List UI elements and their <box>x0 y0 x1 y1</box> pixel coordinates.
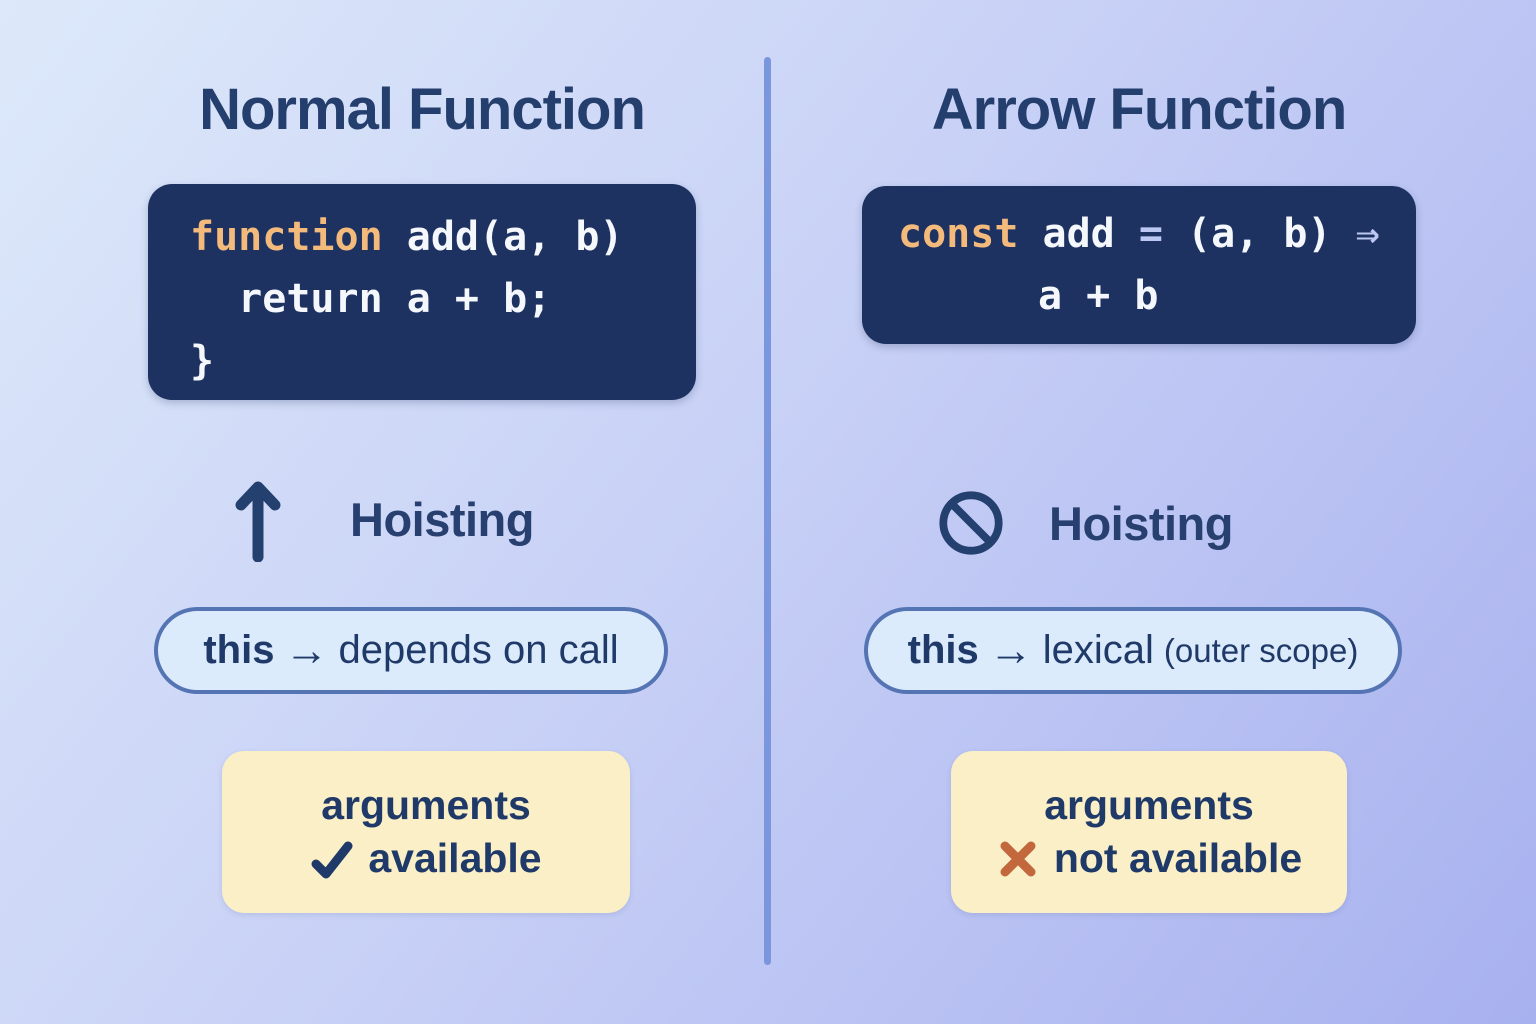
code-line: return a + b; <box>190 268 696 330</box>
right-this-pill: this → lexical (outer scope) <box>864 607 1402 694</box>
arrow-token-icon: ⇒ <box>1355 211 1380 257</box>
this-binding-description: depends on call <box>338 628 619 672</box>
code-equals: = <box>1138 211 1188 257</box>
code-line: } <box>190 330 696 392</box>
code-line: function add(a, b) <box>190 206 696 268</box>
code-line: a + b <box>898 265 1416 327</box>
arrow-up-icon <box>232 476 284 562</box>
right-arguments-note: arguments not available <box>951 751 1347 913</box>
arguments-label: arguments <box>1044 782 1254 828</box>
left-arguments-note: arguments available <box>222 751 630 913</box>
this-binding-description: lexical <box>1042 628 1154 672</box>
arrow-function-code-block: const add = (a, b) ⇒ a + b <box>862 186 1416 344</box>
no-entry-icon <box>937 489 1005 557</box>
right-column-title: Arrow Function <box>931 77 1348 142</box>
code-keyword: const <box>898 211 1019 257</box>
column-divider <box>764 57 771 965</box>
arguments-status-row: not available <box>996 835 1302 882</box>
arguments-label: arguments <box>321 782 531 828</box>
arguments-status-row: available <box>310 835 542 882</box>
normal-function-code-block: function add(a, b) return a + b; } <box>148 184 696 400</box>
right-hoisting-row: Hoisting <box>937 489 1233 557</box>
code-signature: add(a, b) <box>382 214 624 260</box>
right-arrow-icon: → <box>284 625 329 675</box>
right-arrow-icon: → <box>988 625 1033 675</box>
right-hoisting-label: Hoisting <box>1049 496 1233 550</box>
left-hoisting-row: Hoisting <box>232 476 534 562</box>
code-closing-brace: } <box>190 338 215 384</box>
left-this-pill: this → depends on call <box>154 607 668 694</box>
cross-icon <box>996 837 1040 881</box>
left-hoisting-label: Hoisting <box>350 492 534 546</box>
check-icon <box>310 837 354 881</box>
code-keyword: function <box>190 214 383 260</box>
this-binding-parenthetical: (outer scope) <box>1163 631 1359 669</box>
this-keyword: this <box>203 628 275 672</box>
left-column-title: Normal Function <box>199 77 646 142</box>
code-body: return a + b; <box>190 276 552 322</box>
arguments-status: available <box>368 835 542 881</box>
code-name: add <box>1018 211 1139 257</box>
arguments-status: not available <box>1053 835 1303 881</box>
this-keyword: this <box>907 628 979 672</box>
code-line: const add = (a, b) ⇒ <box>898 203 1416 265</box>
code-body: a + b <box>1038 273 1159 319</box>
code-params: (a, b) <box>1187 211 1356 257</box>
